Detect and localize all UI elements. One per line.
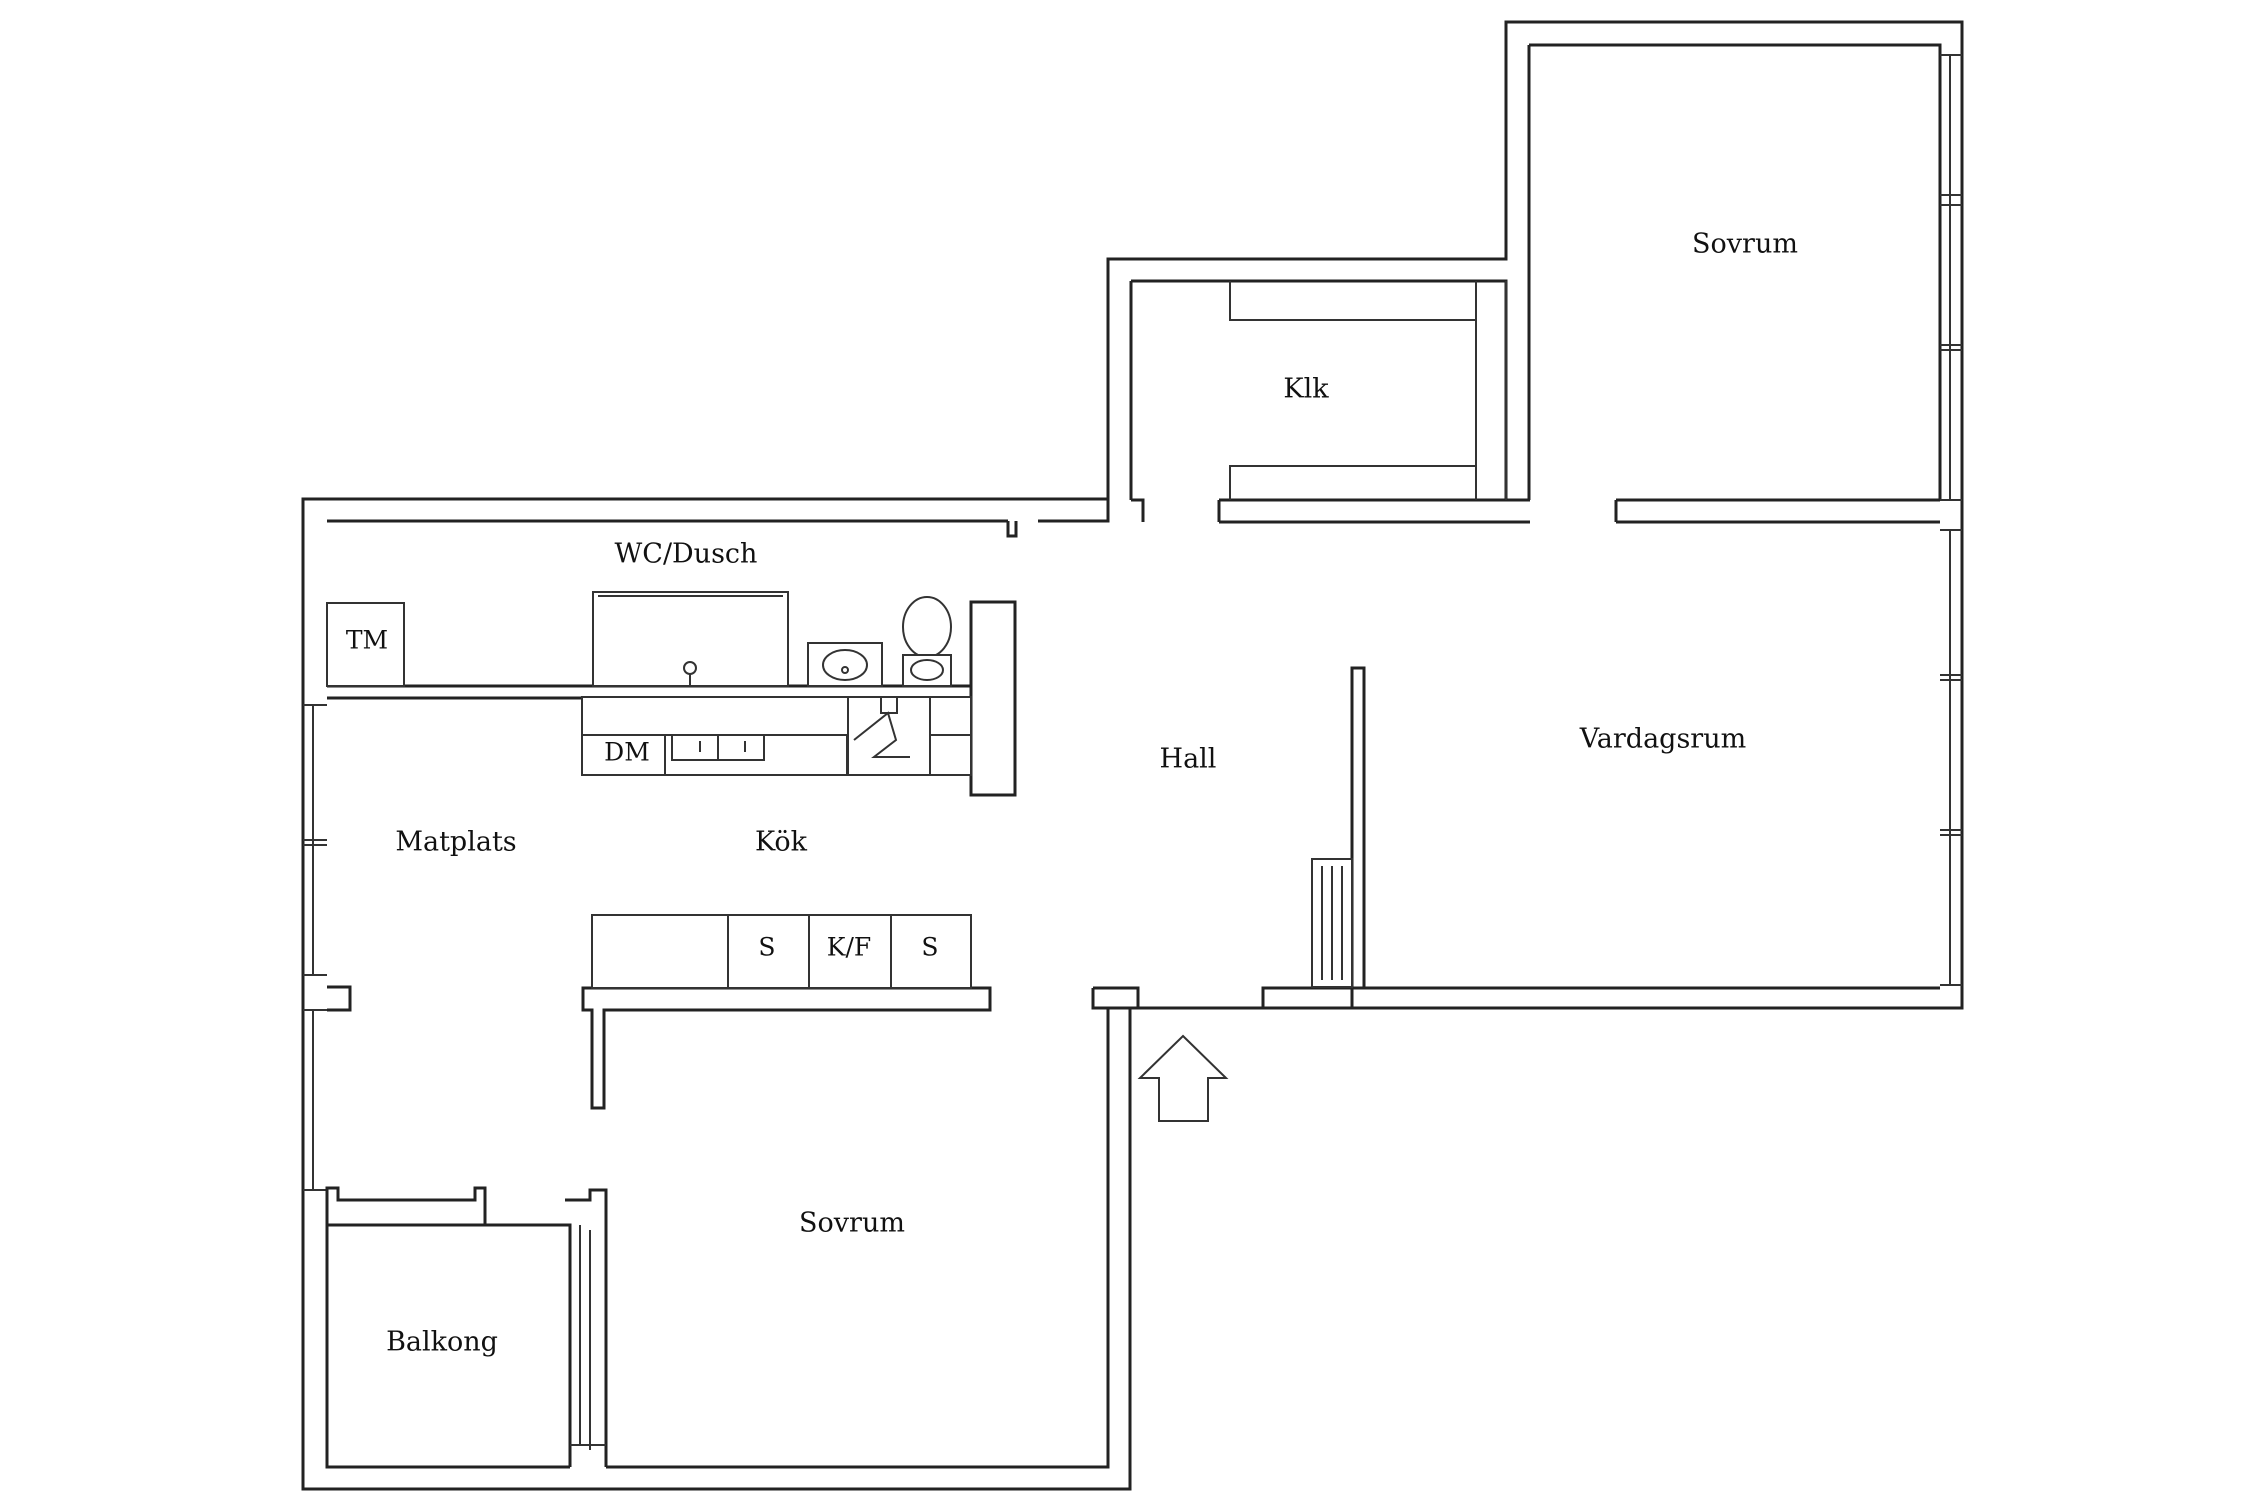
cabinet-s1 xyxy=(727,914,810,989)
interior-walls xyxy=(325,281,1940,1467)
entrance-arrow-icon xyxy=(1137,1034,1229,1122)
wc-fixtures xyxy=(592,591,952,687)
left-windows xyxy=(303,704,327,1191)
label-sovrum-top: Sovrum xyxy=(1692,229,1798,260)
label-balkong: Balkong xyxy=(386,1327,498,1358)
right-windows xyxy=(1940,54,1962,986)
label-wc-dusch: WC/Dusch xyxy=(615,539,758,570)
kitchen-fixtures xyxy=(581,696,972,989)
toilet-icon xyxy=(902,596,952,687)
label-klk: Klk xyxy=(1283,374,1329,405)
room-labels: Sovrum Klk WC/Dusch TM DM Hall Vardagsru… xyxy=(346,229,1798,1358)
label-kf: K/F xyxy=(827,933,871,962)
label-dm: DM xyxy=(604,738,650,767)
shower-tray xyxy=(592,591,789,687)
label-vardagsrum: Vardagsrum xyxy=(1579,724,1746,755)
label-kok: Kök xyxy=(755,827,808,858)
cabinet-s2 xyxy=(890,914,972,989)
label-matplats: Matplats xyxy=(395,827,516,858)
dishwasher xyxy=(581,734,666,776)
label-sovrum-bottom: Sovrum xyxy=(799,1208,905,1239)
label-hall: Hall xyxy=(1160,744,1217,775)
radiator xyxy=(1311,858,1353,988)
lower-counter xyxy=(591,914,729,989)
label-s2: S xyxy=(921,933,938,962)
label-tm: TM xyxy=(346,626,388,655)
label-s1: S xyxy=(758,933,775,962)
